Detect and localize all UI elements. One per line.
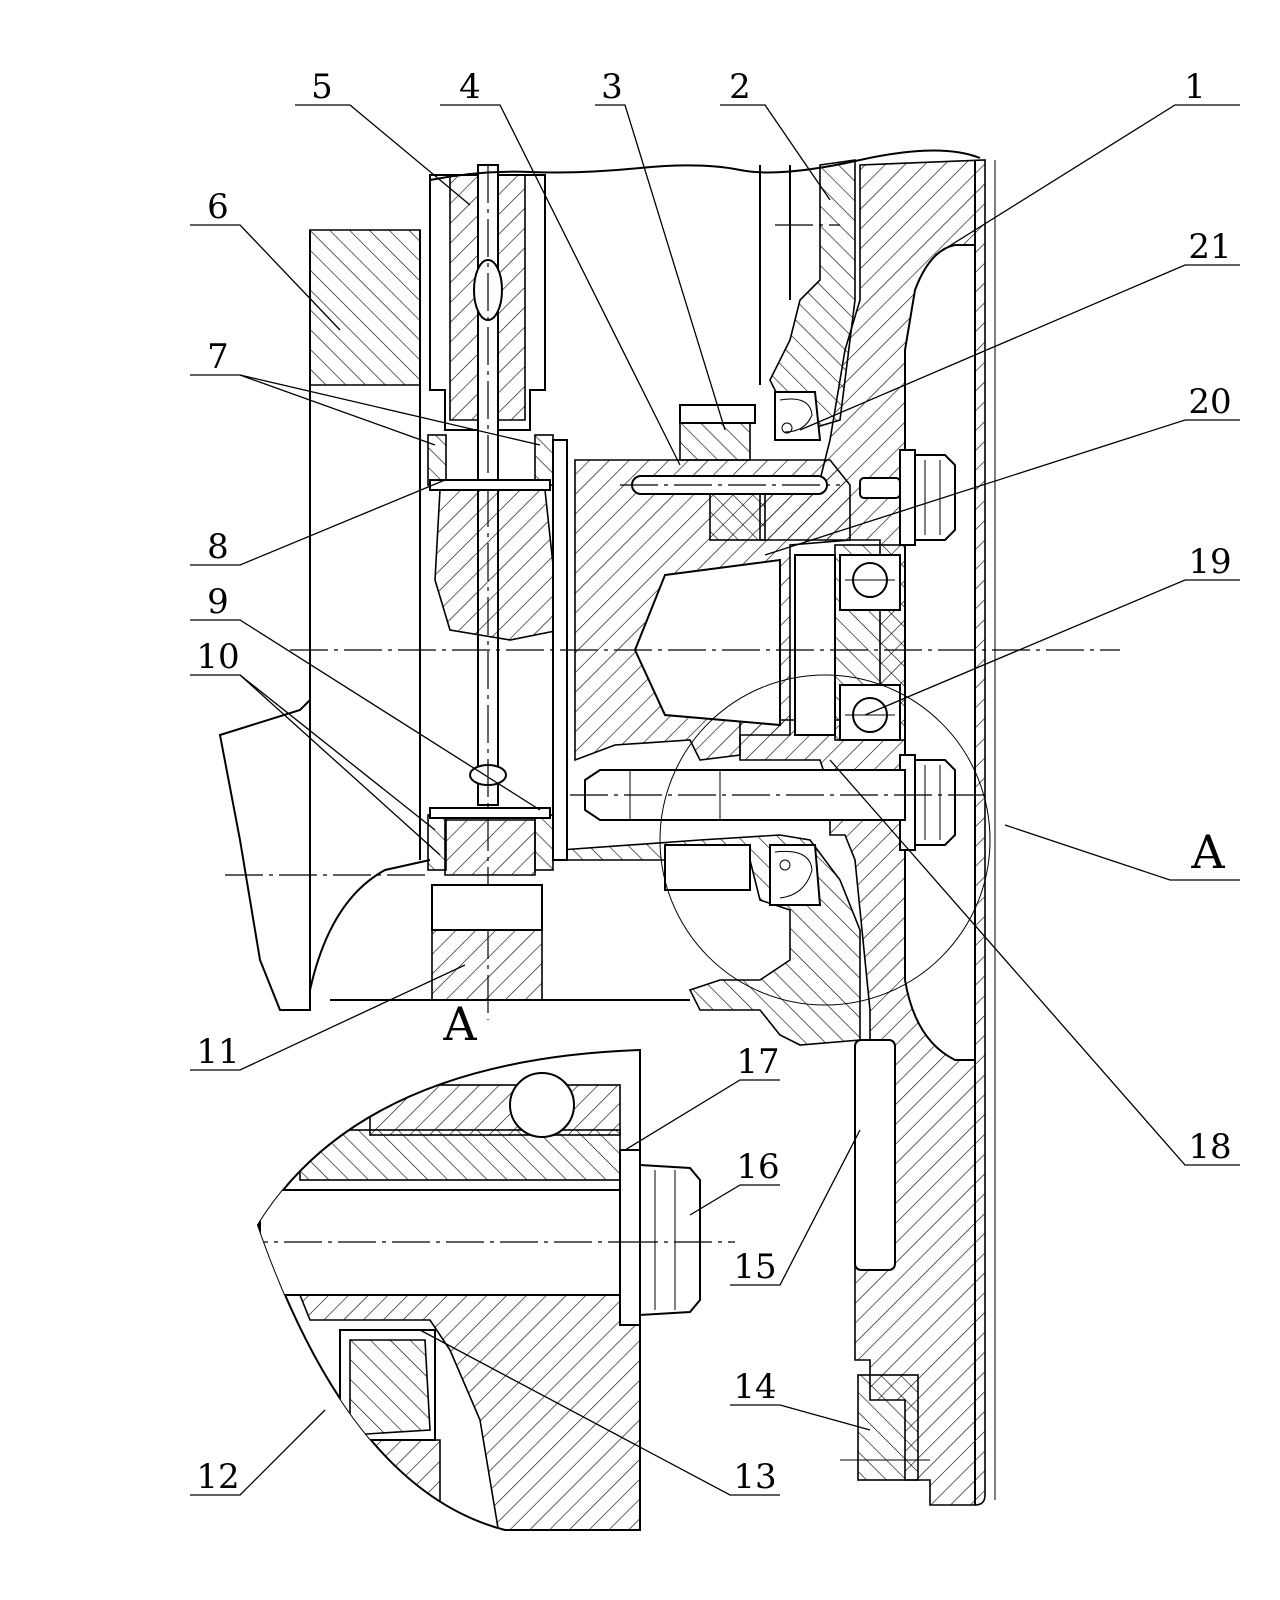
lower-block <box>857 1374 919 1481</box>
callout-10: 10 <box>196 637 239 677</box>
lower-seal <box>769 844 822 906</box>
lower-journal <box>444 819 536 876</box>
hub-bore <box>633 558 781 727</box>
upper-bushing-right <box>534 434 554 486</box>
section-marker-a: A <box>1190 825 1225 879</box>
callout-12: 12 <box>196 1457 239 1497</box>
callout-2: 2 <box>729 67 751 107</box>
leader-3 <box>595 104 726 431</box>
leader-10-b <box>239 674 441 856</box>
upper-seal-spring <box>781 422 793 434</box>
upper-washer <box>899 449 916 546</box>
callout-5: 5 <box>311 67 333 107</box>
callout-8: 8 <box>207 527 229 567</box>
leader-7-b <box>239 374 541 446</box>
side-guide <box>309 229 421 386</box>
bottom-gear <box>431 884 543 931</box>
leader-2 <box>720 104 831 201</box>
upper-nut <box>914 454 956 541</box>
detail-view-a <box>256 1048 735 1531</box>
callout-14: 14 <box>733 1367 776 1407</box>
callout-3: 3 <box>601 67 623 107</box>
callout-9: 9 <box>207 582 229 622</box>
drive-dog <box>679 419 751 461</box>
callout-labels: 1 2 3 4 5 6 7 8 9 10 11 12 13 14 15 16 1… <box>196 67 1231 1497</box>
leader-21 <box>799 264 1240 431</box>
detail-circle-a <box>659 674 991 1006</box>
leader-16 <box>689 1184 780 1216</box>
callout-leaders <box>190 104 1240 1496</box>
bearing-race <box>794 554 836 736</box>
upper-stud <box>859 477 901 499</box>
callout-7: 7 <box>207 337 229 377</box>
callout-16: 16 <box>736 1147 779 1187</box>
callout-18: 18 <box>1188 1127 1231 1167</box>
lower-left-wedge <box>309 859 431 991</box>
housing-inner-recess <box>904 244 976 1061</box>
leader-5 <box>295 104 471 206</box>
upper-seal <box>774 391 822 441</box>
detail-left-wall <box>299 1439 441 1530</box>
detail-lower-body <box>298 1294 640 1530</box>
leader-8 <box>190 479 446 566</box>
upper-bushing-left <box>427 434 447 486</box>
bearing-cage-upper <box>839 554 901 611</box>
detail-ball <box>509 1072 575 1138</box>
callout-21: 21 <box>1188 227 1231 267</box>
leader-17 <box>624 1079 780 1151</box>
leader-11 <box>190 964 466 1071</box>
lower-seal-spring <box>779 859 791 871</box>
lower-thrust-ring <box>429 807 551 819</box>
upper-thrust-ring <box>429 479 551 491</box>
callout-17: 17 <box>736 1042 779 1082</box>
callout-20: 20 <box>1188 382 1231 422</box>
detail-seal <box>349 1339 431 1436</box>
lower-left-casing <box>218 697 311 1011</box>
detail-view-title-a: A <box>442 997 477 1051</box>
lower-nut <box>914 759 956 846</box>
detail-nut <box>639 1163 701 1317</box>
callout-4: 4 <box>459 67 481 107</box>
callout-11: 11 <box>196 1032 239 1072</box>
bottom-gear-hatch <box>431 929 543 1001</box>
lower-bushing-left <box>427 814 447 871</box>
plate-slot <box>854 1039 896 1271</box>
leader-4 <box>440 104 681 466</box>
leader-20 <box>764 419 1240 556</box>
leader-section-a <box>1004 824 1240 881</box>
callout-13: 13 <box>733 1457 776 1497</box>
callout-19: 19 <box>1188 542 1231 582</box>
callout-15: 15 <box>733 1247 776 1287</box>
leader-6 <box>190 224 341 331</box>
callout-1: 1 <box>1184 67 1206 107</box>
leader-12 <box>190 1409 326 1496</box>
lower-flange-cap <box>664 844 751 891</box>
leader-19 <box>864 579 1240 716</box>
leader-10-a <box>190 674 436 831</box>
break-line-top <box>429 149 981 181</box>
leader-18 <box>829 759 1240 1166</box>
leader-9 <box>190 619 541 811</box>
detail-upper-hub <box>299 1129 621 1181</box>
detail-washer <box>619 1149 641 1326</box>
upper-journal <box>434 489 561 641</box>
lower-seal-lip <box>774 850 813 899</box>
leader-13 <box>419 1329 780 1496</box>
leader-15 <box>730 1129 861 1286</box>
leader-1 <box>934 104 1240 256</box>
upper-seal-lip <box>779 398 813 433</box>
callout-6: 6 <box>207 187 229 227</box>
lower-bushing-right <box>534 814 554 871</box>
detail-upper-sleeve <box>369 1084 621 1136</box>
main-section-view <box>218 149 1120 1506</box>
leader-14 <box>730 1404 871 1431</box>
